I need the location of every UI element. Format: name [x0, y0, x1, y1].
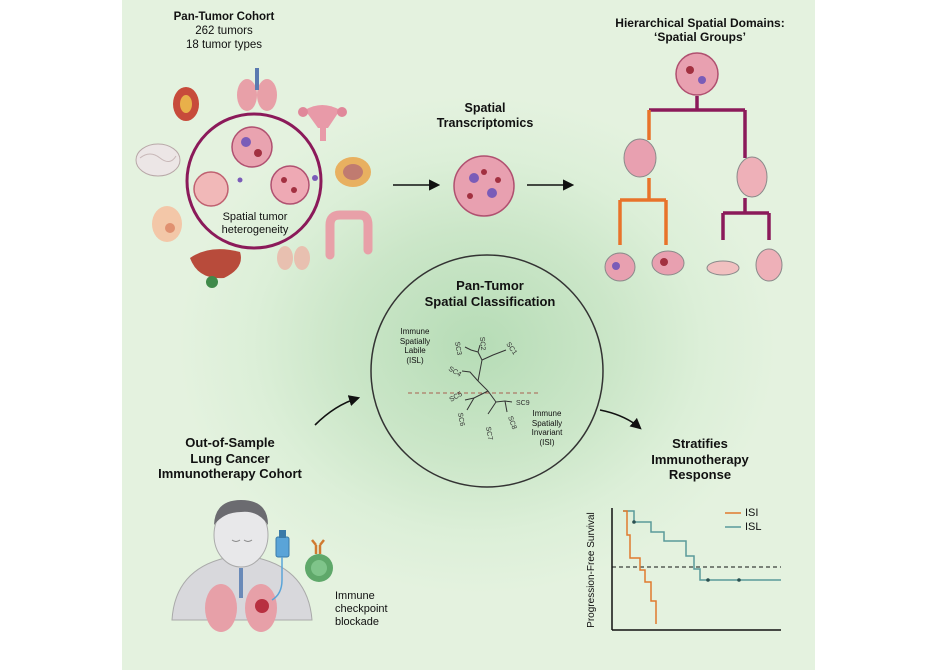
tumor-sample-icon — [270, 165, 310, 205]
classification-title: Pan-Tumor Spatial Classification — [424, 278, 556, 309]
arrow-classification-to-response — [599, 409, 642, 430]
arrow-validation-to-classification — [314, 395, 361, 426]
legend-label-isl: ISL — [745, 521, 762, 533]
thyroid-icon — [277, 246, 310, 270]
cluster-label: SC4 — [447, 366, 462, 379]
response-label: Stratifies Immunotherapy Response — [651, 436, 749, 483]
t-cell-icon — [305, 539, 333, 582]
lung-icon — [205, 568, 277, 632]
spatial-group-icon — [623, 138, 657, 178]
heterogeneity-label: Spatial tumor heterogeneity — [221, 211, 289, 237]
cluster-label: SC6 — [456, 412, 465, 427]
st-label: Spatial Transcriptomics — [436, 101, 534, 130]
spatial-group-icon — [706, 260, 740, 276]
isl-label: Immune Spatially Labile (ISL) — [399, 327, 431, 365]
cohort-tumor-types: 18 tumor types — [185, 38, 263, 51]
km-curve-isl — [623, 510, 781, 581]
spatial-groups-title: Hierarchical Spatial Domains: ‘Spatial G… — [615, 16, 785, 45]
kaplan-meier-plot — [611, 508, 781, 631]
spatial-group-icon — [651, 250, 685, 276]
liver-icon — [190, 249, 241, 288]
cluster-label: SC8 — [506, 415, 517, 430]
lung-tumor-icon — [255, 599, 269, 613]
spatial-group-icon — [736, 156, 768, 198]
flow-arrows — [314, 179, 642, 430]
breast-icon — [152, 206, 182, 242]
cohort-tumor-count: 262 tumors — [195, 24, 253, 37]
isi-label: Immune Spatially Invariant (ISI) — [531, 409, 563, 447]
bladder-icon — [335, 157, 371, 187]
tumor-heterogeneity-circle — [185, 112, 323, 250]
organ-icons — [135, 68, 373, 288]
cluster-label: SC1 — [504, 341, 518, 356]
km-curve-isi — [623, 510, 657, 624]
lung-icon — [237, 68, 277, 111]
treatment-label: Immune checkpoint blockade — [335, 590, 388, 629]
km-y-axis-label: Progression-Free Survival — [586, 512, 597, 628]
cohort-block: Pan-Tumor Cohort 262 tumors 18 tumor typ… — [164, 11, 284, 52]
iv-drip-icon — [271, 530, 290, 601]
legend-label-isi: ISI — [745, 507, 759, 519]
spatial-group-icon — [604, 252, 636, 282]
tumor-sample-icon — [675, 52, 719, 96]
spatial-groups-tree — [604, 52, 783, 282]
tumor-sample-icon — [231, 126, 273, 168]
tumor-sample-icon — [193, 171, 229, 207]
cluster-label: SC9 — [516, 400, 530, 407]
spatial-transcriptomics-icon — [453, 155, 515, 217]
uterus-icon — [298, 105, 347, 141]
cluster-label: SC2 — [478, 337, 486, 351]
patient-illustration — [171, 500, 313, 632]
spatial-group-icon — [755, 248, 783, 282]
cohort-title: Pan-Tumor Cohort — [173, 11, 275, 23]
colon-icon — [325, 210, 373, 260]
brain-icon — [135, 143, 181, 177]
cluster-label: SC3 — [453, 341, 462, 356]
cluster-label: SC7 — [484, 426, 493, 441]
validation-cohort-label: Out-of-Sample Lung Cancer Immunotherapy … — [158, 435, 302, 482]
